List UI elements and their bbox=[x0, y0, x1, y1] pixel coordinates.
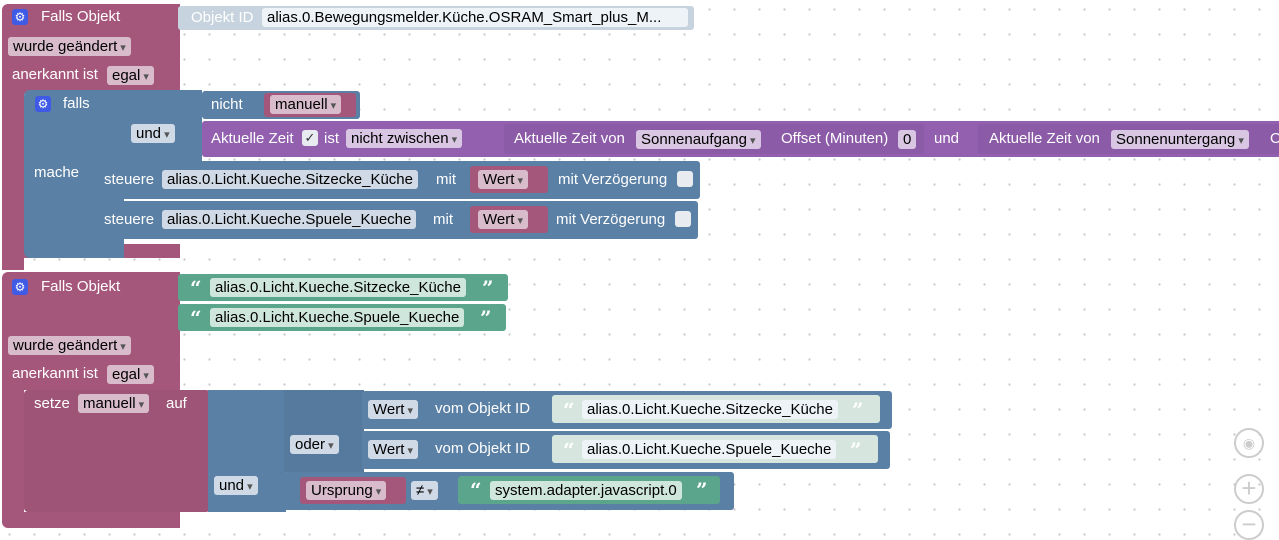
with-label-2: mit bbox=[433, 211, 453, 228]
and-label: und bbox=[934, 130, 960, 147]
value-dropdown-2[interactable]: Wert bbox=[478, 210, 528, 229]
delay-checkbox-2[interactable] bbox=[675, 211, 691, 227]
or-dropdown[interactable]: oder bbox=[290, 435, 339, 454]
value-dropdown-1[interactable]: Wert bbox=[478, 170, 528, 189]
control-id-field-1[interactable]: alias.0.Licht.Kueche.Sitzecke_Küche bbox=[162, 170, 418, 189]
set-variable-dropdown[interactable]: manuell bbox=[78, 394, 150, 413]
if-label: falls bbox=[63, 95, 90, 112]
or-logic-block[interactable] bbox=[284, 390, 364, 472]
ack-dropdown[interactable]: egal bbox=[107, 66, 154, 85]
time-from-label-1: Aktuelle Zeit von bbox=[514, 130, 625, 147]
sunset-dropdown[interactable]: Sonnenuntergang bbox=[1111, 130, 1249, 149]
close-quote-icon: ” bbox=[482, 276, 494, 300]
event-block-2-bottom bbox=[2, 512, 180, 528]
value-type-dropdown-1[interactable]: Wert bbox=[368, 400, 418, 419]
from-object-label-1: vom Objekt ID bbox=[435, 400, 531, 417]
ack-label: anerkannt ist bbox=[12, 66, 98, 83]
is-label: ist bbox=[324, 130, 339, 147]
manual-variable-dropdown[interactable]: manuell bbox=[270, 95, 342, 114]
object-id-field-cmp-1[interactable]: alias.0.Licht.Kueche.Sitzecke_Küche bbox=[582, 400, 838, 419]
trigger-dropdown[interactable]: wurde geändert bbox=[8, 37, 131, 56]
gear-icon[interactable]: ⚙ bbox=[12, 279, 28, 295]
and-operator-dropdown[interactable]: und bbox=[131, 124, 175, 143]
event-block-2-left-bar bbox=[2, 388, 24, 518]
set-label: setze bbox=[34, 395, 70, 412]
gear-icon[interactable]: ⚙ bbox=[12, 9, 28, 25]
gear-icon[interactable]: ⚙ bbox=[35, 96, 51, 112]
origin-value-field[interactable]: system.adapter.javascript.0 bbox=[490, 481, 682, 500]
and-dropdown-2[interactable]: und bbox=[214, 476, 258, 495]
close-quote-icon: ” bbox=[696, 478, 708, 502]
open-quote-icon: “ bbox=[563, 438, 575, 462]
control-id-field-2[interactable]: alias.0.Licht.Kueche.Spuele_Kueche bbox=[162, 210, 417, 229]
from-object-label-2: vom Objekt ID bbox=[435, 440, 531, 457]
close-quote-icon: ” bbox=[852, 398, 864, 422]
time-checkbox[interactable]: ✓ bbox=[302, 130, 318, 146]
origin-dropdown[interactable]: Ursprung bbox=[306, 481, 387, 500]
ack-dropdown-2[interactable]: egal bbox=[107, 365, 154, 384]
open-quote-icon: “ bbox=[563, 398, 575, 422]
event-block-1-left-bar bbox=[2, 90, 24, 270]
control-label-2: steuere bbox=[104, 211, 155, 228]
event-title: Falls Objekt bbox=[41, 8, 121, 25]
delay-label-2: mit Verzögerung bbox=[556, 211, 666, 228]
do-label: mache bbox=[34, 164, 80, 181]
event-title-2: Falls Objekt bbox=[41, 278, 121, 295]
open-quote-icon: “ bbox=[190, 306, 202, 330]
value-type-dropdown-2[interactable]: Wert bbox=[368, 440, 418, 459]
open-quote-icon: “ bbox=[470, 478, 482, 502]
trigger-dropdown-2[interactable]: wurde geändert bbox=[8, 336, 131, 355]
target-icon[interactable]: ◉ bbox=[1234, 428, 1264, 458]
close-quote-icon: ” bbox=[480, 306, 492, 330]
text-id-field-1[interactable]: alias.0.Licht.Kueche.Sitzecke_Küche bbox=[210, 278, 466, 297]
sunrise-dropdown[interactable]: Sonnenaufgang bbox=[636, 130, 761, 149]
zoom-in-icon[interactable]: + bbox=[1234, 474, 1264, 504]
truncated-label: O bbox=[1270, 130, 1279, 147]
object-id-field-cmp-2[interactable]: alias.0.Licht.Kueche.Spuele_Kueche bbox=[582, 440, 837, 459]
object-id-field[interactable]: alias.0.Bewegungsmelder.Küche.OSRAM_Smar… bbox=[262, 8, 688, 27]
not-label: nicht bbox=[211, 96, 243, 113]
close-quote-icon: ” bbox=[850, 438, 862, 462]
text-id-field-2[interactable]: alias.0.Licht.Kueche.Spuele_Kueche bbox=[210, 308, 465, 327]
control-label-1: steuere bbox=[104, 171, 155, 188]
offset-label: Offset (Minuten) bbox=[781, 130, 889, 147]
delay-checkbox-1[interactable] bbox=[677, 171, 693, 187]
with-label-1: mit bbox=[436, 171, 456, 188]
delay-label-1: mit Verzögerung bbox=[558, 171, 668, 188]
time-label: Aktuelle Zeit bbox=[211, 130, 294, 147]
time-from-label-2: Aktuelle Zeit von bbox=[989, 130, 1100, 147]
open-quote-icon: “ bbox=[190, 276, 202, 300]
not-equal-dropdown[interactable]: ≠ bbox=[411, 481, 438, 500]
offset-input[interactable]: 0 bbox=[898, 130, 917, 149]
ack-label-2: anerkannt ist bbox=[12, 365, 98, 382]
object-id-label: Objekt ID bbox=[191, 9, 254, 26]
between-dropdown[interactable]: nicht zwischen bbox=[346, 129, 463, 148]
to-label: auf bbox=[166, 395, 187, 412]
